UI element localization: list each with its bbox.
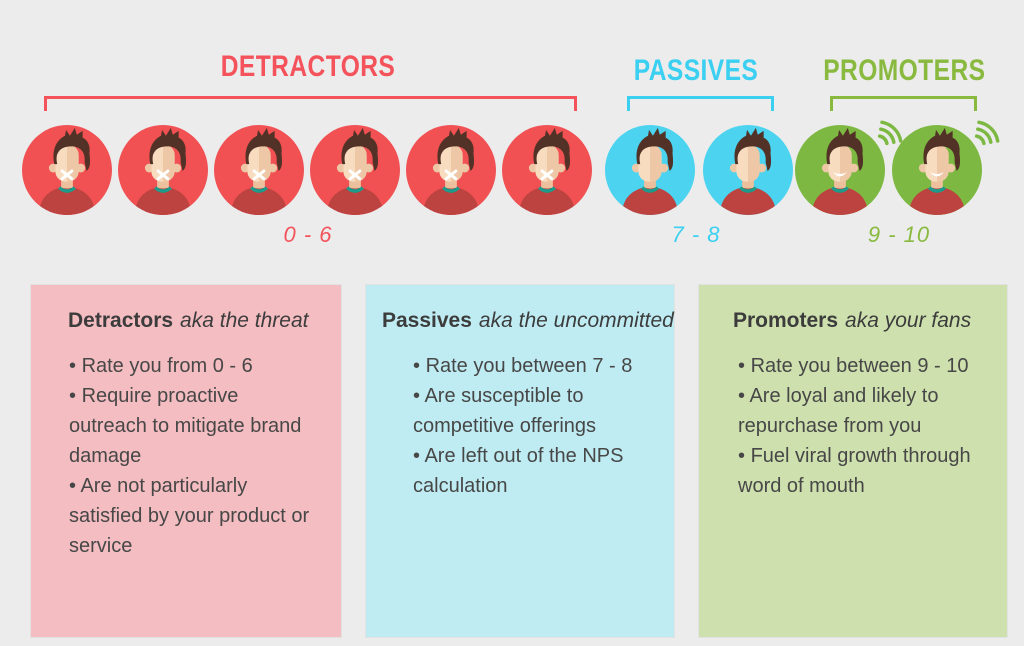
group-title-detractors: DETRACTORS (220, 50, 396, 83)
range-label-promoters: 9 - 10 (867, 222, 931, 247)
card-passives: Passives aka the uncommitted Rate you bet… (366, 285, 674, 637)
card-title: Promoters (733, 309, 839, 332)
card-subtitle: aka the uncommitted (478, 309, 674, 332)
card-detractors: Detractors aka the threat Rate you from 0… (31, 285, 341, 637)
signal-waves-icon (875, 112, 903, 148)
bracket-detractors (44, 96, 577, 111)
card-subtitle: aka the threat (180, 309, 309, 332)
avatar-passives (605, 125, 695, 215)
card-bullet: Are susceptible to competitive offerings (413, 381, 654, 441)
avatar-detractors (310, 125, 400, 215)
avatar-detractors (406, 125, 496, 215)
card-title: Detractors (68, 309, 174, 332)
card-bullet: Rate you between 9 - 10 (738, 351, 989, 381)
avatar-detractors (22, 125, 112, 215)
range-label-passives: 7 - 8 (671, 222, 721, 247)
group-title-passives: PASSIVES (633, 54, 759, 87)
card-bullets: Rate you between 7 - 8Are susceptible to… (366, 351, 674, 501)
card-bullet: Are not particularly satisfied by your p… (69, 471, 317, 561)
avatar-detractors (118, 125, 208, 215)
card-bullets: Rate you between 9 - 10Are loyal and lik… (699, 351, 1007, 501)
card-bullet: Are left out of the NPS calculation (413, 441, 654, 501)
card-bullet: Rate you between 7 - 8 (413, 351, 654, 381)
card-bullet: Fuel viral growth through word of mouth (738, 441, 989, 501)
avatar-passives (703, 125, 793, 215)
card-promoters: Promoters aka your fans Rate you between … (699, 285, 1007, 637)
avatar-detractors (214, 125, 304, 215)
signal-waves-icon (972, 112, 1000, 148)
card-bullets: Rate you from 0 - 6Require proactive out… (31, 351, 341, 561)
card-bullet: Are loyal and likely to repurchase from … (738, 381, 989, 441)
bracket-passives (627, 96, 774, 111)
card-subtitle: aka your fans (845, 309, 972, 332)
avatar-promoters (892, 125, 982, 215)
card-heading: Passives aka the uncommitted (366, 307, 674, 335)
card-title: Passives (382, 309, 472, 332)
bracket-promoters (830, 96, 977, 111)
card-bullet: Rate you from 0 - 6 (69, 351, 317, 381)
avatar-detractors (502, 125, 592, 215)
card-heading: Promoters aka your fans (699, 307, 1007, 335)
avatar-promoters (795, 125, 885, 215)
group-title-promoters: PROMOTERS (823, 54, 986, 87)
range-label-detractors: 0 - 6 (283, 222, 333, 247)
card-heading: Detractors aka the threat (31, 307, 341, 335)
card-bullet: Require proactive outreach to mitigate b… (69, 381, 317, 471)
